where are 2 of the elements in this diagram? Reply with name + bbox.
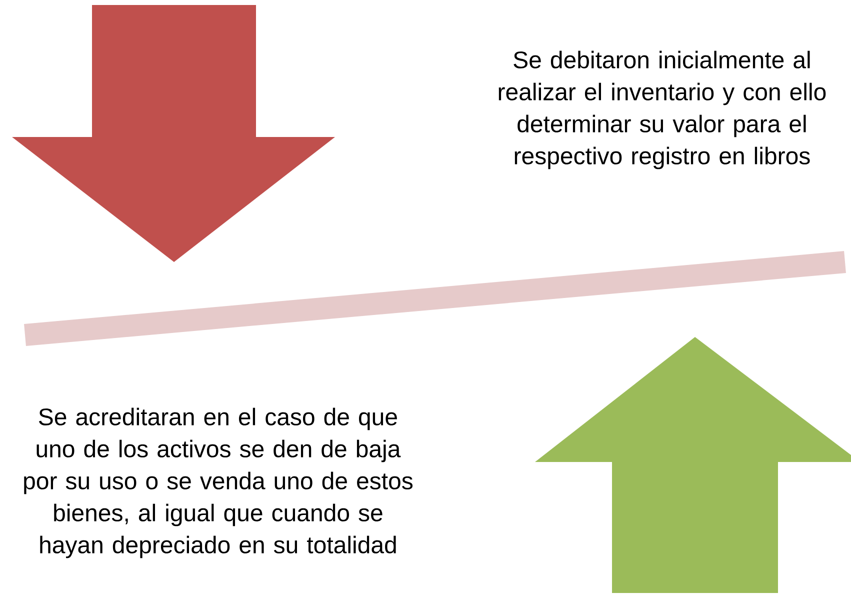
- description-text: Se acreditaran en el caso de que uno de los activos se den de baja por su uso o se venda uno de estos bienes, al igual que cuando se hayan depreciado en su totalidad: [24, 408, 413, 558]
- description-text: Se debitaron inicialmente al realizar el inventario y con ello determinar su valor para el respectivo registro en libros: [498, 50, 826, 170]
